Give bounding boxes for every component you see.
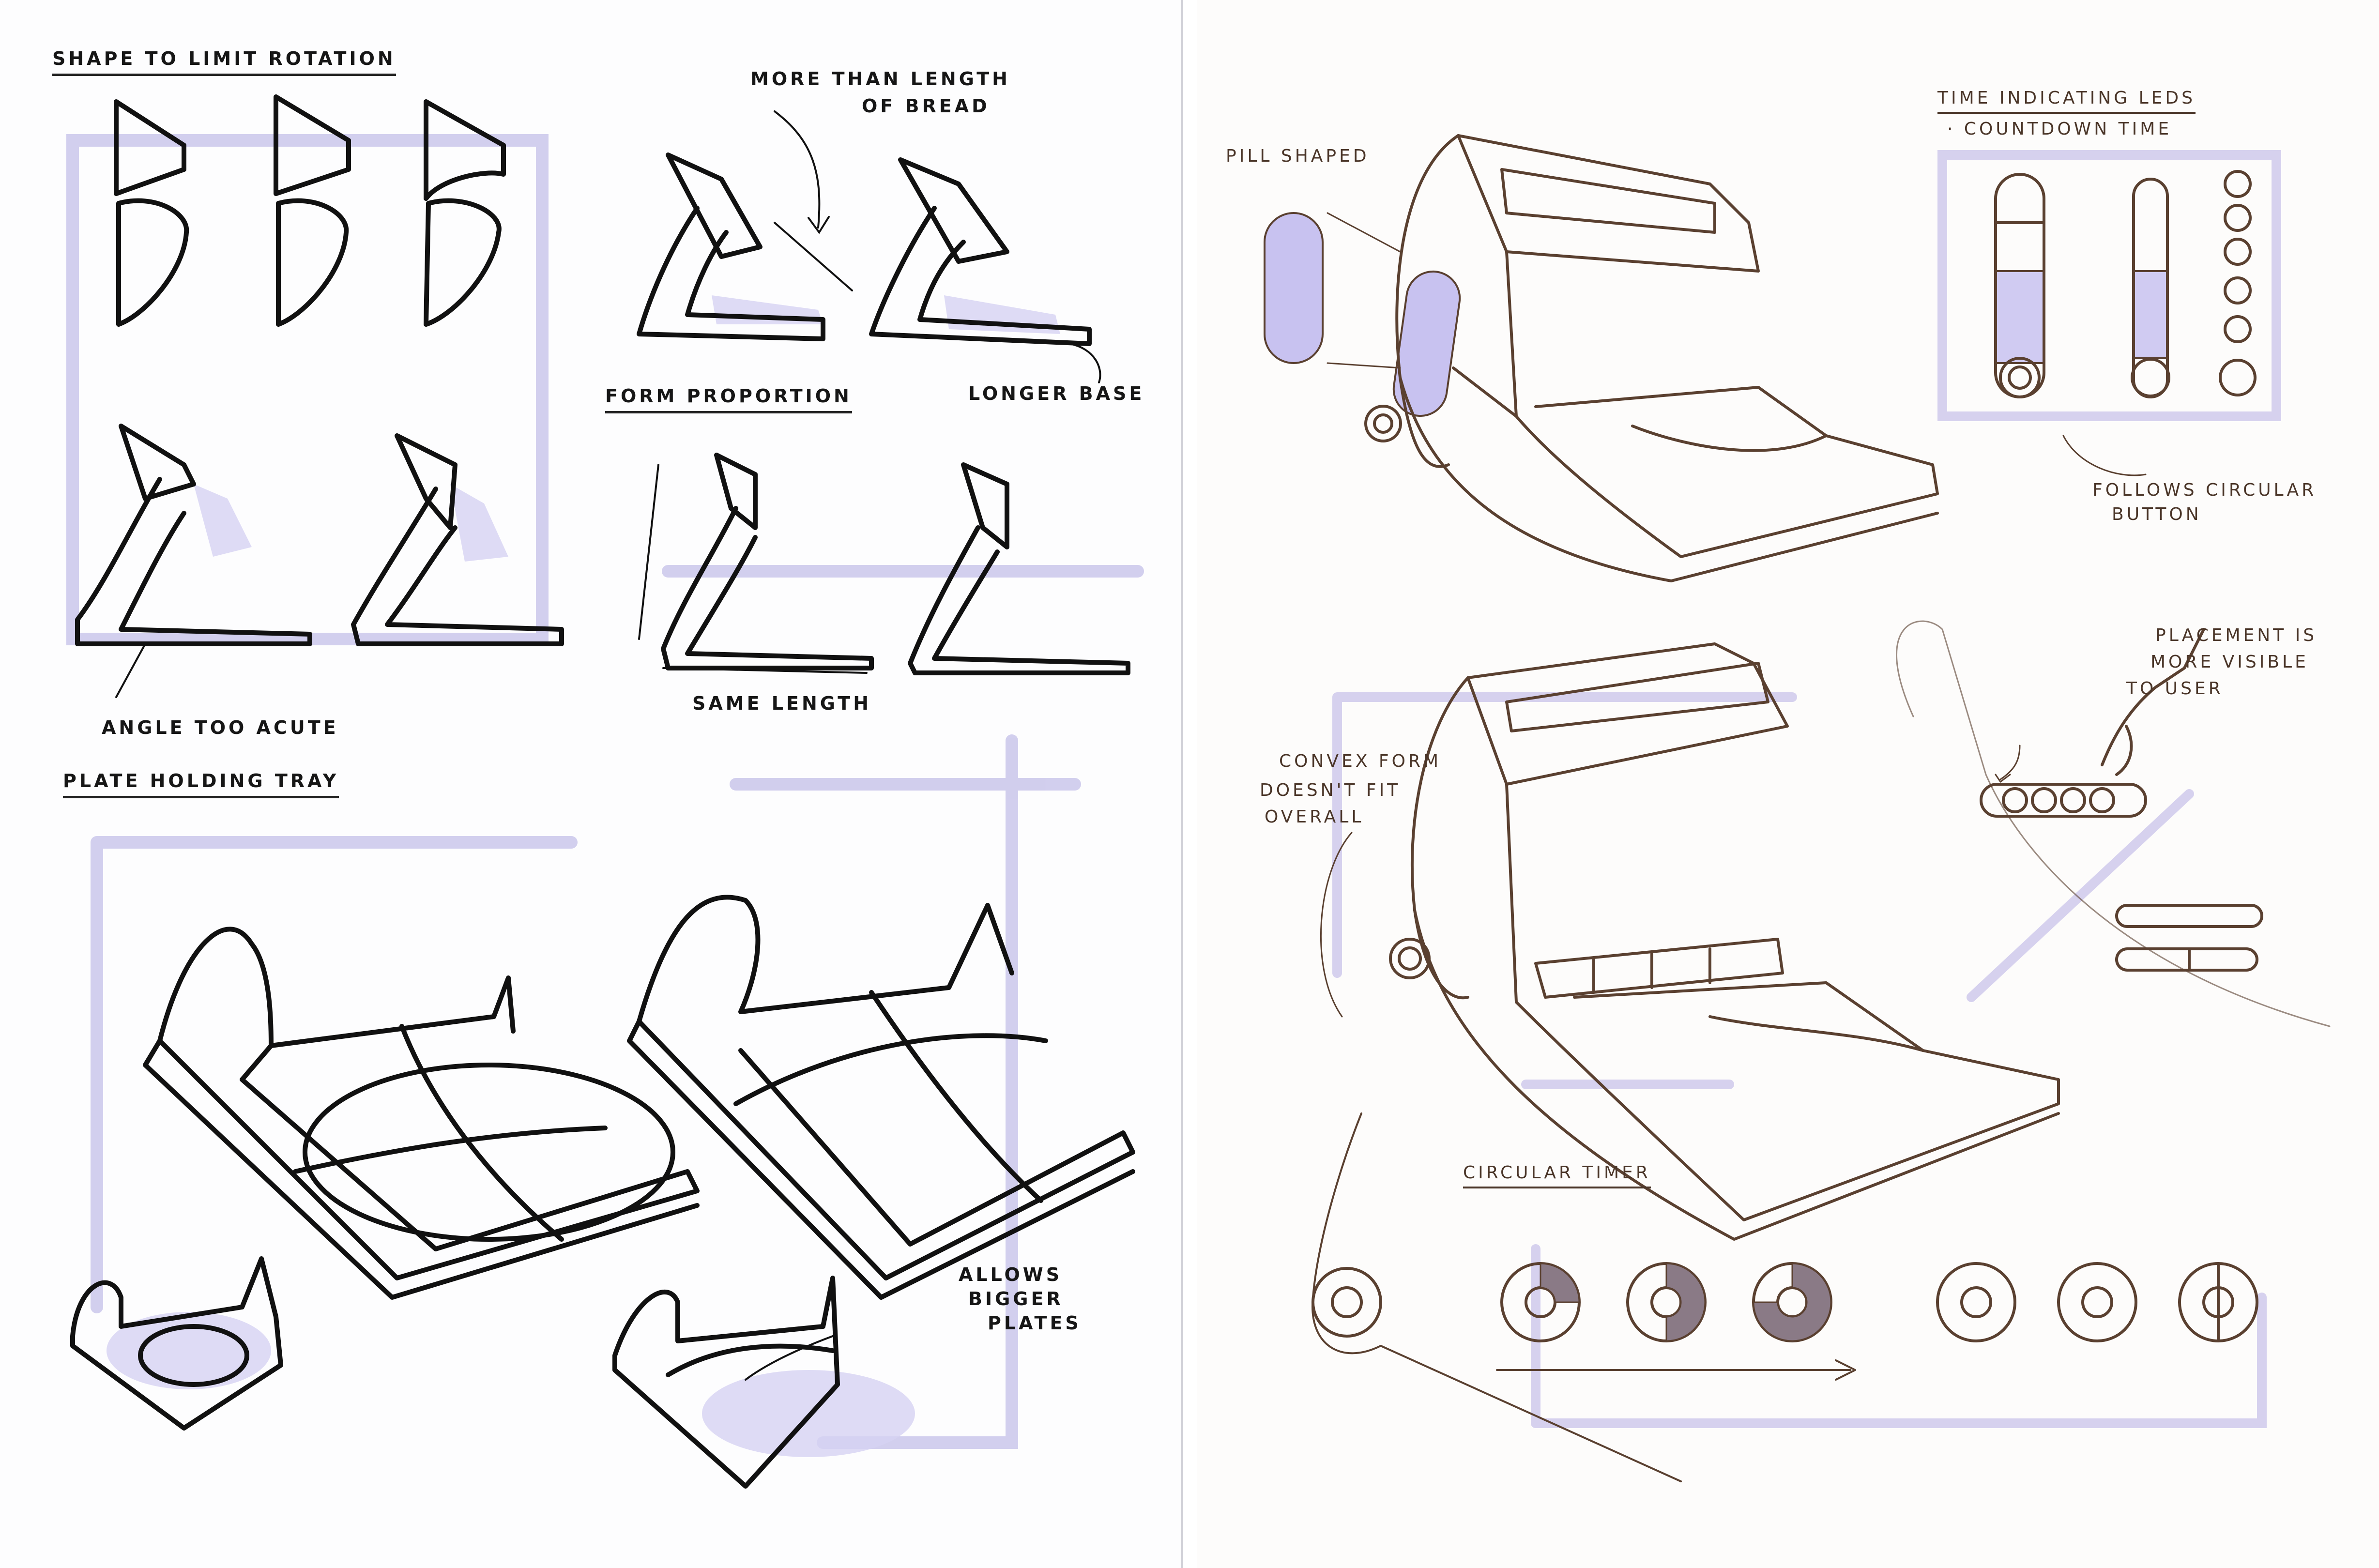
led-fills — [1264, 212, 2168, 417]
note-placement-2: more visible — [2150, 652, 2309, 672]
note-convex-form-2: doesn't fit — [1260, 780, 1401, 800]
note-allows-3: plates — [988, 1312, 1082, 1334]
rotation-shape-sketches — [114, 94, 506, 327]
note-longer-base: Longer base — [968, 383, 1145, 404]
note-more-than-length-2: of bread — [862, 95, 990, 117]
annotation-arrows — [115, 110, 1101, 1381]
right-sketch-drawings — [1264, 134, 2331, 1482]
note-follows-circular-2: button — [2112, 504, 2202, 524]
lavender-marker-frames — [1332, 150, 2281, 1428]
note-pill-shaped: Pill shaped — [1226, 146, 1370, 166]
pencil-annotation-lines — [1320, 212, 2021, 1018]
note-allows-2: bigger — [968, 1288, 1064, 1309]
note-convex-form-3: overall — [1265, 807, 1364, 827]
note-convex-form-1: Convex form — [1279, 751, 1441, 771]
note-angle-too-acute: Angle too acute — [102, 717, 339, 738]
tray-sketches — [70, 895, 1135, 1489]
note-allows-1: Allows — [959, 1264, 1063, 1285]
heading-shape-to-limit-rotation: Shape to limit rotation — [52, 47, 396, 76]
heading-time-indicating-leds: Time indicating LEDs — [1937, 87, 2196, 114]
note-countdown-time: · Countdown time — [1947, 119, 2172, 139]
heading-circular-timer: Circular timer — [1463, 1162, 1651, 1188]
page-gutter — [1181, 0, 1198, 1568]
left-sketch-drawings — [66, 94, 1144, 1489]
heading-plate-holding-tray: Plate holding tray — [63, 770, 339, 798]
toaster-sketch-bottom — [1389, 620, 2331, 1241]
note-placement-1: Placement is — [2155, 625, 2318, 645]
circular-timer-sketches — [1312, 1112, 2258, 1482]
right-sketch-page: Pill shaped Time indicating LEDs · Count… — [1197, 0, 2379, 1568]
note-placement-3: to user — [2126, 679, 2224, 699]
stand-angle-sketches — [75, 152, 1130, 675]
left-sketch-page: Shape to limit rotation More than length… — [0, 0, 1181, 1568]
note-follows-circular-1: Follows circular — [2092, 480, 2317, 500]
note-more-than-length-1: More than length — [750, 68, 1010, 90]
heading-form-proportion: Form proportion — [605, 385, 852, 413]
toaster-sketch-top — [1364, 134, 2257, 582]
note-same-length: Same length — [692, 693, 871, 714]
